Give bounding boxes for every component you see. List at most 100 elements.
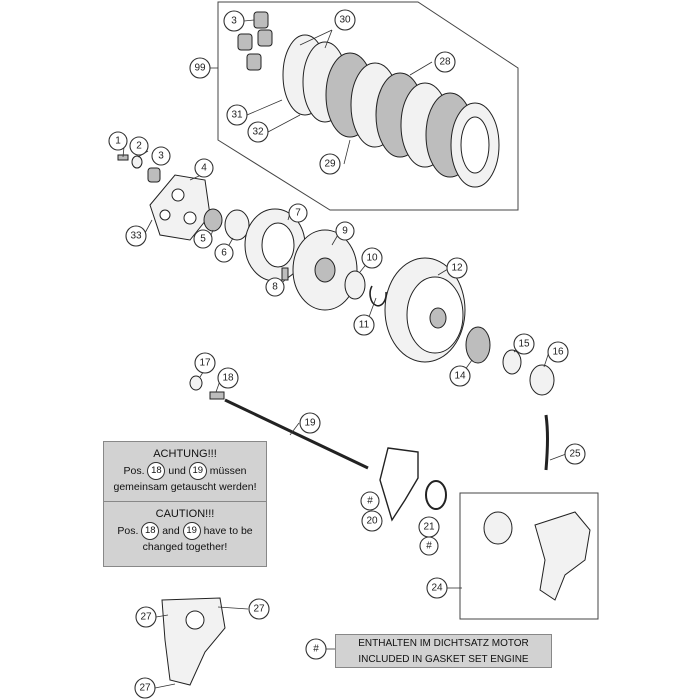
callout-2: 2: [129, 136, 149, 156]
callout-31: 31: [226, 104, 248, 126]
svg-text:12: 12: [451, 263, 463, 274]
callout-15: 15: [513, 333, 535, 355]
slave-cylinder: [534, 511, 591, 601]
svg-text:30: 30: [339, 15, 351, 26]
svg-text:17: 17: [199, 358, 211, 369]
callout-11: 11: [353, 314, 375, 336]
warning-line1-en: Pos. 18 and 19 have to be: [104, 522, 266, 540]
svg-text:27: 27: [140, 612, 152, 623]
svg-text:15: 15: [518, 339, 530, 350]
svg-text:11: 11: [359, 320, 370, 331]
circlip-11: [369, 285, 387, 307]
gasket-20: [379, 447, 419, 522]
svg-text:21: 21: [423, 522, 435, 533]
warning-title-en: CAUTION!!!: [155, 508, 215, 520]
washer-10: [344, 270, 366, 300]
svg-text:8: 8: [272, 282, 278, 293]
callout-24: 24: [426, 577, 448, 599]
pin-part: [281, 267, 289, 281]
callout-27-right: 27: [248, 598, 270, 620]
svg-text:#: #: [367, 496, 373, 507]
svg-text:27: 27: [139, 683, 151, 694]
svg-text:29: 29: [324, 159, 336, 170]
svg-text:2: 2: [136, 141, 142, 152]
cover-bore: [185, 610, 205, 630]
spring-part: [147, 167, 161, 183]
pos-label-de: Pos.: [123, 464, 145, 477]
callout-7: 7: [288, 203, 308, 223]
ref-18-en: 18: [141, 522, 160, 540]
callout-hash-20: #: [360, 491, 380, 511]
callout-17: 17: [194, 352, 216, 374]
leader-lines: [122, 19, 567, 689]
svg-text:20: 20: [366, 516, 378, 527]
callout-9: 9: [335, 221, 355, 241]
callout-hash-21: #: [419, 536, 439, 556]
svg-text:#: #: [426, 541, 432, 552]
bearing-17: [189, 375, 203, 391]
callout-12: 12: [446, 257, 468, 279]
callout-3: 3: [151, 146, 171, 166]
svg-text:33: 33: [130, 231, 142, 242]
washer-part: [131, 155, 143, 169]
warning-note-box: ACHTUNG!!! Pos. 18 und 19 müssen gemeins…: [103, 441, 267, 567]
hose-25: [544, 414, 549, 471]
clutch-disc-9: [292, 229, 358, 311]
thrust-washer-16: [529, 364, 555, 396]
svg-text:#: #: [313, 644, 319, 655]
clutch-plates-stack: [282, 34, 500, 188]
note-divider: [104, 501, 266, 502]
svg-text:24: 24: [431, 583, 443, 594]
kit-springs: [237, 11, 273, 71]
have-to-be-label: have to be: [203, 524, 253, 537]
svg-text:32: 32: [252, 127, 264, 138]
callout-99: 99: [189, 57, 211, 79]
callout-14: 14: [449, 365, 471, 387]
push-rod-19: [224, 398, 369, 470]
svg-text:18: 18: [222, 373, 234, 384]
outer-clutch-basket: [384, 257, 466, 363]
slave-cylinder-box: [459, 492, 599, 620]
callout-6: 6: [214, 243, 234, 263]
svg-text:31: 31: [231, 110, 243, 121]
svg-text:99: 99: [194, 63, 206, 74]
callout-3-kit: 3: [223, 10, 245, 32]
callout-27-bottom: 27: [134, 677, 156, 699]
svg-text:6: 6: [221, 248, 227, 259]
callout-29: 29: [319, 153, 341, 175]
svg-text:16: 16: [552, 347, 564, 358]
warning-line2-en: changed together!: [142, 541, 228, 553]
callout-10: 10: [361, 247, 383, 269]
warning-line2-de: gemeinsam getauscht werden!: [113, 481, 257, 493]
svg-text:5: 5: [200, 234, 206, 245]
clutch-cover-27: [161, 597, 226, 686]
callout-33: 33: [125, 225, 147, 247]
muessen-label: müssen: [209, 464, 247, 477]
callout-1: 1: [108, 131, 128, 151]
thrust-washer-part: [224, 209, 250, 241]
svg-text:27: 27: [253, 604, 265, 615]
svg-text:7: 7: [295, 208, 301, 219]
warning-line1-de: Pos. 18 und 19 müssen: [104, 462, 266, 480]
svg-text:1: 1: [115, 136, 121, 147]
needle-bearing-15: [502, 349, 522, 375]
callout-25: 25: [564, 443, 586, 465]
callout-18: 18: [217, 367, 239, 389]
callout-27-left: 27: [135, 606, 157, 628]
callout-4: 4: [194, 158, 214, 178]
svg-text:14: 14: [454, 371, 466, 382]
svg-text:28: 28: [439, 57, 451, 68]
gasket-line2: INCLUDED IN GASKET SET ENGINE: [358, 654, 529, 665]
clutch-kit-outline: [217, 1, 519, 211]
callout-8: 8: [265, 277, 285, 297]
callout-5: 5: [193, 229, 213, 249]
ref-19-en: 19: [182, 522, 201, 540]
callout-16: 16: [547, 341, 569, 363]
gasket-line1: ENTHALTEN IM DICHTSATZ MOTOR: [358, 638, 529, 649]
inner-clutch-hub: [244, 208, 306, 282]
callout-21: 21: [418, 516, 440, 538]
pressure-plate: [149, 174, 211, 241]
o-ring-21: [425, 480, 447, 510]
callout-hash-legend: #: [305, 638, 327, 660]
slave-piston: [483, 511, 513, 545]
